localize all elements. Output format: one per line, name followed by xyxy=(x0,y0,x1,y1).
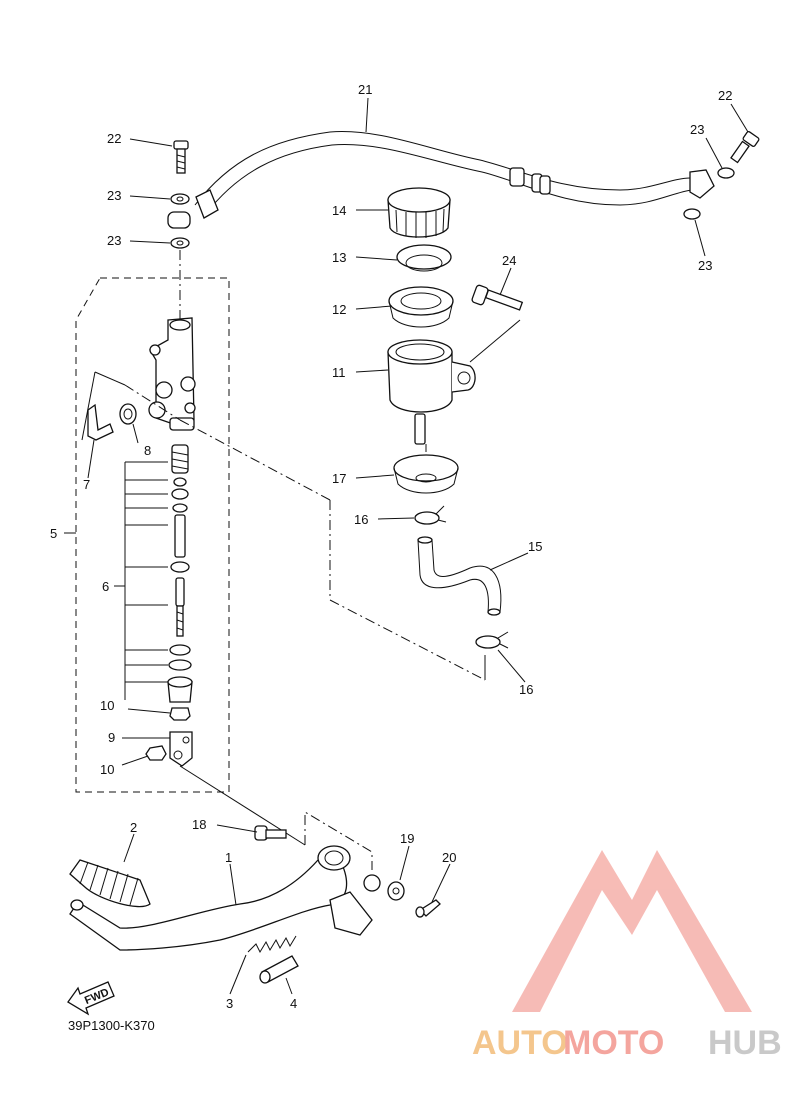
label-23-left-upper: 23 xyxy=(107,188,121,203)
label-20: 20 xyxy=(442,850,456,865)
label-10-upper: 10 xyxy=(100,698,114,713)
label-7: 7 xyxy=(83,477,90,492)
label-18: 18 xyxy=(192,817,206,832)
diagram-code: 39P1300-K370 xyxy=(68,1018,155,1033)
bolt-24 xyxy=(471,284,524,311)
label-23-right-upper: 23 xyxy=(690,122,704,137)
watermark-moto: MOTO xyxy=(563,1024,664,1062)
label-2: 2 xyxy=(130,820,137,835)
watermark-logo-icon xyxy=(512,850,752,1012)
reservoir-cap-14 xyxy=(387,187,451,238)
label-22-right: 22 xyxy=(718,88,732,103)
diaphragm-12 xyxy=(388,286,454,328)
union-bolt-left xyxy=(173,140,189,174)
piston-kit-6 xyxy=(167,444,193,703)
reservoir-tank-11 xyxy=(387,339,476,445)
clevis-9 xyxy=(169,731,193,767)
label-3: 3 xyxy=(226,996,233,1011)
pedal-pad-2 xyxy=(69,859,151,908)
label-24: 24 xyxy=(502,253,516,268)
master-cylinder-body xyxy=(148,317,196,431)
forward-arrow-icon: FWD xyxy=(67,981,115,1016)
label-13: 13 xyxy=(332,250,346,265)
assembly-5-outline xyxy=(75,277,230,793)
label-16-lower: 16 xyxy=(519,682,533,697)
reservoir-hose-15 xyxy=(417,536,502,616)
pin-18 xyxy=(254,825,287,841)
leader-lines xyxy=(64,97,749,995)
hose-fitting-left xyxy=(167,211,191,229)
label-23-right-lower: 23 xyxy=(698,258,712,273)
label-14: 14 xyxy=(332,203,346,218)
brake-hose xyxy=(194,131,715,219)
label-5: 5 xyxy=(50,526,57,541)
cotter-pin-20 xyxy=(415,899,441,918)
label-1: 1 xyxy=(225,850,232,865)
pivot-sleeve-4 xyxy=(259,955,299,984)
washer-23-upper-right xyxy=(717,167,735,179)
label-4: 4 xyxy=(290,996,297,1011)
watermark-hub: HUB xyxy=(708,1024,782,1062)
label-22-left: 22 xyxy=(107,131,121,146)
brake-pedal-1 xyxy=(69,845,381,951)
diaphragm-plate-13 xyxy=(396,244,452,272)
washer-23-lower-right xyxy=(683,208,701,220)
washer-19 xyxy=(387,881,405,901)
hose-clip-16-upper xyxy=(414,505,447,525)
label-16-upper: 16 xyxy=(354,512,368,527)
label-11: 11 xyxy=(332,365,346,380)
label-15: 15 xyxy=(528,539,542,554)
reservoir-holder-17 xyxy=(393,454,459,494)
oring-8 xyxy=(119,403,137,425)
label-12: 12 xyxy=(332,302,346,317)
hose-joint-7 xyxy=(87,403,114,441)
label-23-left-lower: 23 xyxy=(107,233,121,248)
label-8: 8 xyxy=(144,443,151,458)
watermark-auto: AUTO xyxy=(472,1024,568,1062)
label-9: 9 xyxy=(108,730,115,745)
union-bolt-right xyxy=(730,131,760,164)
label-21: 21 xyxy=(358,82,372,97)
label-17: 17 xyxy=(332,471,346,486)
nut-10-upper xyxy=(169,707,191,721)
hose-clip-16-lower xyxy=(475,631,509,649)
label-19: 19 xyxy=(400,831,414,846)
washer-23-lower-left xyxy=(170,237,190,249)
return-spring-3 xyxy=(247,935,297,954)
label-6: 6 xyxy=(102,579,109,594)
watermark-text: AUTO MOTO HUB xyxy=(472,1024,782,1062)
nut-10-lower xyxy=(145,745,167,761)
washer-23-upper-left xyxy=(170,193,190,205)
label-10-lower: 10 xyxy=(100,762,114,777)
